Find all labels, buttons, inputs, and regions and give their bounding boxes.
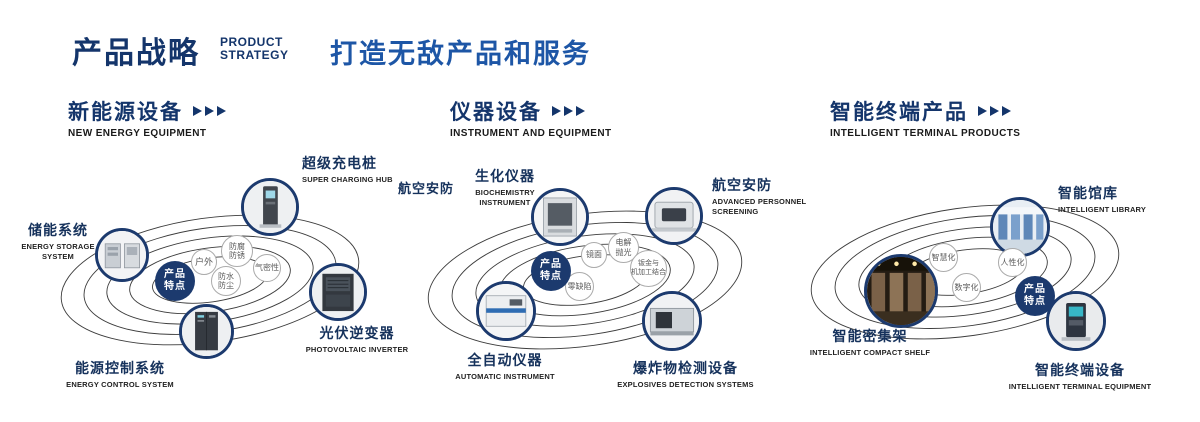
page-title-en-line1: PRODUCT (220, 35, 283, 49)
feature-bubble-humanized: 人性化 (998, 248, 1027, 277)
label-intelligent-library: 智能馆库 INTELLIGENT LIBRARY (1058, 183, 1168, 215)
feature-bubble-digital: 数字化 (952, 273, 981, 302)
product-node-explosives-detection (642, 291, 702, 351)
product-name: 全自动仪器 (467, 352, 543, 368)
section-header-new-energy: 新能源设备 (68, 96, 229, 126)
photovoltaic-inverter-image (312, 266, 364, 318)
triple-arrow-icon (978, 106, 1014, 116)
label-automatic-instrument: 全自动仪器 AUTOMATIC INSTRUMENT (430, 350, 580, 382)
product-name-en: ADVANCED PERSONNEL SCREENING (712, 197, 807, 217)
badge-line2: 特点 (540, 271, 562, 282)
personnel-screening-image (648, 190, 700, 242)
feature-bubble-waterproof: 防水 防尘 (211, 266, 241, 296)
section-header-instruments: 仪器设备 (450, 96, 588, 126)
product-name: 爆炸物检测设备 (633, 360, 738, 376)
product-name-en: ENERGY STORAGE SYSTEM (21, 242, 95, 262)
product-node-energy-storage (95, 228, 149, 282)
product-name-en: ENERGY CONTROL SYSTEM (66, 380, 174, 389)
label-explosives-detection: 爆炸物检测设备 EXPLOSIVES DETECTION SYSTEMS (598, 358, 773, 390)
feature-bubble-outdoor: 户外 (191, 249, 217, 275)
product-features-badge: 产品 特点 (1015, 276, 1055, 316)
product-node-photovoltaic-inverter (309, 263, 367, 321)
side-label-aviation-security: 航空安防 (398, 181, 455, 196)
product-node-personnel-screening (645, 187, 703, 245)
feature-bubble-electro-polish: 电解 抛光 (608, 232, 639, 263)
section-subtitle: INSTRUMENT AND EQUIPMENT (450, 128, 612, 139)
product-name: 光伏逆变器 (319, 325, 395, 341)
product-node-automatic-instrument (476, 281, 536, 341)
section-title: 仪器设备 (450, 101, 542, 124)
product-name-en: EXPLOSIVES DETECTION SYSTEMS (617, 380, 754, 389)
section-subtitle: NEW ENERGY EQUIPMENT (68, 128, 207, 139)
product-name-en: AUTOMATIC INSTRUMENT (455, 372, 555, 381)
label-super-charging-hub: 超级充电桩 SUPER CHARGING HUB (302, 153, 417, 185)
product-node-intelligent-compact-shelf (864, 254, 938, 328)
product-node-super-charging-hub (241, 178, 299, 236)
product-name-en: SUPER CHARGING HUB (302, 175, 393, 184)
product-name: 智能馆库 (1058, 185, 1118, 201)
triple-arrow-icon (552, 106, 588, 116)
feature-bubble-airtight: 气密性 (253, 254, 281, 282)
slogan: 打造无敌产品和服务 (330, 39, 591, 69)
page-title: 产品战略 (72, 37, 200, 70)
product-node-intelligent-terminal-equipment (1046, 291, 1106, 351)
product-name-en: PHOTOVOLTAIC INVERTER (305, 345, 409, 354)
product-name: 能源控制系统 (75, 360, 165, 376)
product-name: 智能密集架 (832, 328, 908, 344)
intelligent-terminal-equipment-image (1049, 294, 1103, 348)
product-name-en: INTELLIGENT COMPACT SHELF (809, 348, 931, 357)
badge-line2: 特点 (164, 281, 186, 292)
product-name: 储能系统 (28, 222, 88, 238)
page-title-en: PRODUCT STRATEGY (220, 36, 288, 62)
product-name: 生化仪器 (475, 168, 535, 184)
label-intelligent-compact-shelf: 智能密集架 INTELLIGENT COMPACT SHELF (805, 326, 935, 358)
label-personnel-screening: 航空安防 ADVANCED PERSONNEL SCREENING (712, 175, 822, 217)
super-charging-hub-image (244, 181, 296, 233)
label-photovoltaic-inverter: 光伏逆变器 PHOTOVOLTAIC INVERTER (297, 323, 417, 355)
section-title: 新能源设备 (68, 101, 183, 124)
triple-arrow-icon (193, 106, 229, 116)
section-header-intelligent-terminal: 智能终端产品 (830, 96, 1014, 126)
product-name: 航空安防 (712, 177, 772, 193)
energy-control-image (182, 307, 231, 356)
badge-line2: 特点 (1024, 296, 1046, 307)
product-name-en: BIOCHEMISTRY INSTRUMENT (475, 188, 535, 208)
product-node-energy-control (179, 304, 234, 359)
intelligent-library-image (993, 200, 1047, 254)
biochemistry-instrument-image (534, 191, 586, 243)
product-name-en: INTELLIGENT TERMINAL EQUIPMENT (1008, 382, 1152, 391)
badge-line1: 产品 (1024, 283, 1046, 295)
label-intelligent-terminal-equipment: 智能终端设备 INTELLIGENT TERMINAL EQUIPMENT (1005, 360, 1155, 392)
section-subtitle: INTELLIGENT TERMINAL PRODUCTS (830, 128, 1021, 139)
feature-bubble-mirror: 镜面 (581, 242, 607, 268)
product-name: 智能终端设备 (1035, 362, 1125, 378)
feature-bubble-sheetmetal-machining: 钣金与 机加工结合 (630, 250, 667, 287)
feature-bubble-anticorrosion: 防腐 防锈 (221, 235, 253, 267)
badge-line1: 产品 (164, 268, 186, 280)
intelligent-compact-shelf-image (867, 257, 935, 325)
label-energy-storage: 储能系统 ENERGY STORAGE SYSTEM (16, 220, 100, 262)
automatic-instrument-image (479, 284, 533, 338)
feature-bubble-smart: 智慧化 (929, 243, 958, 272)
label-energy-control: 能源控制系统 ENERGY CONTROL SYSTEM (55, 358, 185, 390)
section-title: 智能终端产品 (830, 101, 968, 124)
product-features-badge: 产品 特点 (531, 251, 571, 291)
product-node-intelligent-library (990, 197, 1050, 257)
product-node-biochemistry-instrument (531, 188, 589, 246)
product-name-en: INTELLIGENT LIBRARY (1058, 205, 1147, 214)
product-name: 超级充电桩 (302, 155, 377, 171)
badge-line1: 产品 (540, 258, 562, 270)
explosives-detection-image (645, 294, 699, 348)
product-features-badge: 产品 特点 (155, 261, 195, 301)
page-title-en-line2: STRATEGY (220, 48, 289, 62)
label-biochemistry-instrument: 生化仪器 BIOCHEMISTRY INSTRUMENT (455, 166, 555, 208)
energy-storage-image (98, 231, 146, 279)
